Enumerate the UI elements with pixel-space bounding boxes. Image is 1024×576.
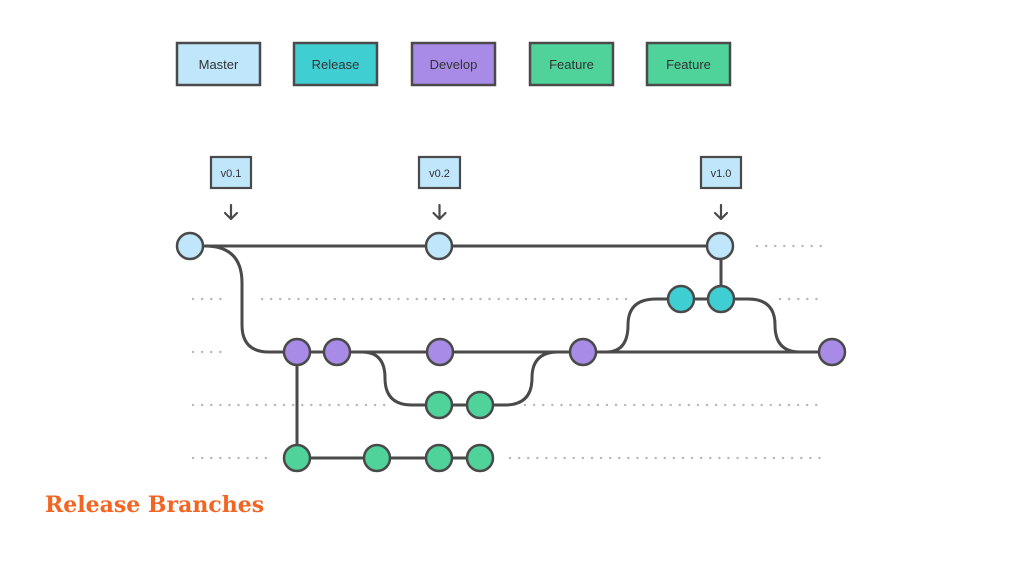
legend-label-feature-2: Feature bbox=[666, 57, 711, 72]
feature-commit bbox=[424, 443, 454, 473]
feature-line-middle bbox=[360, 350, 560, 407]
down-arrow-icon bbox=[432, 203, 447, 221]
master-commit bbox=[175, 231, 205, 261]
page-title: Release Branches bbox=[45, 492, 265, 518]
legend-label-feature-1: Feature bbox=[549, 57, 594, 72]
commits bbox=[175, 231, 847, 473]
tag-box-v1-0 bbox=[699, 155, 743, 190]
version-tags: v0.1 v0.2 v1.0 bbox=[209, 155, 743, 221]
release-line bbox=[604, 297, 802, 354]
down-arrow-icon bbox=[713, 203, 729, 221]
legend: Master Release Develop Feature Feature bbox=[175, 41, 732, 87]
develop-commit bbox=[322, 337, 352, 367]
legend-swatch-feature-2 bbox=[645, 41, 732, 87]
tag-v0-1: v0.1 bbox=[209, 155, 253, 221]
legend-item-master: Master bbox=[175, 41, 262, 87]
tag-label-v1-0: v1.0 bbox=[711, 168, 732, 180]
release-commit bbox=[666, 284, 696, 314]
tag-label-v0-1: v0.1 bbox=[221, 168, 242, 180]
legend-item-feature-1: Feature bbox=[528, 41, 615, 87]
legend-label-develop: Develop bbox=[430, 57, 478, 72]
develop-commit bbox=[282, 337, 312, 367]
master-commit bbox=[424, 231, 454, 261]
feature-commit bbox=[362, 443, 392, 473]
tag-box-v0-2 bbox=[417, 155, 462, 190]
feature-commit bbox=[465, 443, 495, 473]
legend-label-master: Master bbox=[199, 57, 239, 72]
feature-commit bbox=[424, 390, 454, 420]
legend-swatch-develop bbox=[410, 41, 497, 87]
legend-label-release: Release bbox=[312, 57, 360, 72]
tag-v0-2: v0.2 bbox=[417, 155, 462, 221]
legend-item-release: Release bbox=[292, 41, 379, 87]
develop-commit bbox=[568, 337, 598, 367]
dotted-lanes bbox=[191, 244, 827, 460]
tag-v1-0: v1.0 bbox=[699, 155, 743, 221]
legend-swatch-release bbox=[292, 41, 379, 87]
legend-item-develop: Develop bbox=[410, 41, 497, 87]
release-commit bbox=[706, 284, 736, 314]
feature-commit bbox=[465, 390, 495, 420]
develop-commit bbox=[425, 337, 455, 367]
legend-item-feature-2: Feature bbox=[645, 41, 732, 87]
develop-commit bbox=[817, 337, 847, 367]
master-commit bbox=[705, 231, 735, 261]
down-arrow-icon bbox=[223, 203, 239, 221]
legend-swatch-feature-1 bbox=[528, 41, 615, 87]
tag-label-v0-2: v0.2 bbox=[429, 168, 450, 180]
legend-swatch-master bbox=[175, 41, 262, 87]
feature-commit bbox=[282, 443, 312, 473]
develop-line bbox=[203, 244, 834, 354]
tag-box-v0-1 bbox=[209, 155, 253, 190]
